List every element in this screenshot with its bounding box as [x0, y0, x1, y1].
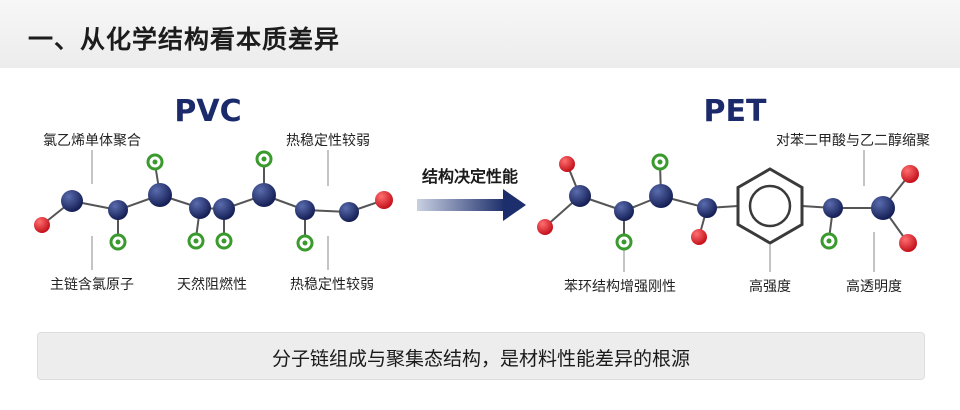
page-title: 一、从化学结构看本质差异	[28, 25, 341, 54]
structure-arrow	[417, 189, 526, 221]
pet-carbon-3	[649, 184, 673, 208]
molecule-drawing	[34, 150, 919, 272]
structure-diagram: PVC 氯乙烯单体聚合 热稳定性较弱 主链含氯原子 天然阻燃性 热稳定性较弱 结…	[0, 68, 960, 410]
pvc-label-main-chain: 主链含氯原子	[50, 277, 134, 293]
pet-carbon-6	[871, 196, 895, 220]
pet-title: PET	[703, 94, 767, 129]
pvc-carbon-8	[339, 202, 359, 222]
pet-carbon-5	[823, 198, 843, 218]
pet-label-high-strength: 高强度	[749, 279, 791, 295]
pvc-oxygen-end-right	[375, 191, 393, 209]
pet-label-benzene-rigidity: 苯环结构增强刚性	[564, 279, 676, 295]
arrow-label: 结构决定性能	[421, 167, 519, 186]
pet-label-terephthalic: 对苯二甲酸与乙二醇缩聚	[776, 133, 930, 149]
pvc-carbon-3	[148, 183, 172, 207]
conclusion-bar: 分子链组成与聚集态结构，是材料性能差异的根源	[37, 332, 925, 380]
pvc-label-flame-retardant: 天然阻燃性	[177, 277, 247, 293]
header-bar: 一、从化学结构看本质差异	[0, 0, 960, 68]
pvc-label-thermal-stability-bottom: 热稳定性较弱	[290, 277, 374, 293]
pvc-carbon-7	[295, 200, 315, 220]
conclusion-text: 分子链组成与聚集态结构，是材料性能差异的根源	[271, 348, 690, 370]
pvc-label-chlorine-polymer: 氯乙烯单体聚合	[43, 133, 141, 149]
pet-oxygen-4	[901, 165, 919, 183]
pvc-atoms	[34, 150, 393, 252]
pvc-carbon-5	[213, 198, 235, 220]
pvc-carbon-1	[61, 190, 83, 212]
pet-oxygen-3	[691, 229, 707, 245]
pet-carbon-1	[569, 185, 591, 207]
pvc-carbon-2	[108, 200, 128, 220]
pvc-bonds	[41, 150, 385, 270]
pet-bonds	[544, 150, 911, 272]
pet-oxygen-1	[559, 156, 575, 172]
pvc-oxygen-end-left	[34, 217, 50, 233]
pet-carbon-4	[697, 198, 717, 218]
pet-atoms	[537, 153, 919, 252]
pvc-carbon-6	[252, 183, 276, 207]
pvc-label-thermal-stability-top: 热稳定性较弱	[286, 133, 370, 149]
pet-carbon-2	[614, 201, 634, 221]
pet-oxygen-5	[899, 234, 917, 252]
pet-oxygen-2	[537, 219, 553, 235]
pet-label-high-transparency: 高透明度	[846, 279, 902, 295]
pvc-carbon-4	[189, 197, 211, 219]
pvc-title: PVC	[174, 94, 242, 129]
